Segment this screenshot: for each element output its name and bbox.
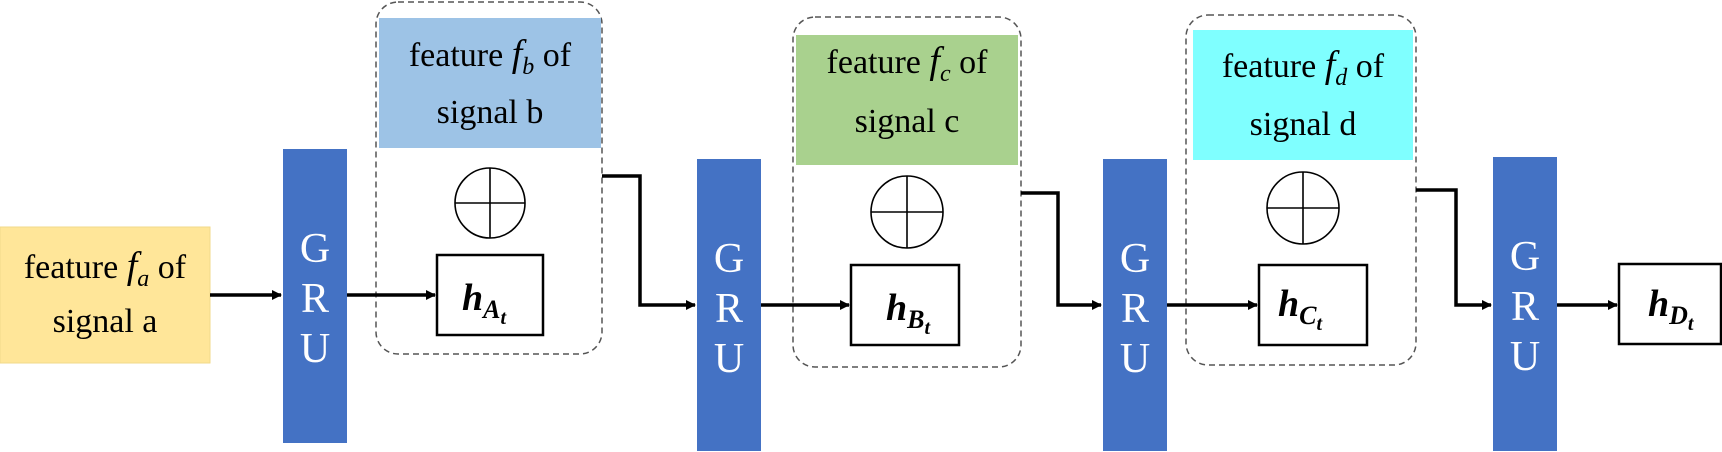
fusion-group-b — [375, 1, 603, 355]
input-feature-box: feature fa of signal a — [0, 226, 211, 364]
gru-letter: G — [714, 236, 744, 282]
circled-plus-icon — [1266, 171, 1340, 245]
gru-block-3: G R U — [1103, 159, 1167, 451]
hidden-state-b-bg — [849, 263, 961, 347]
hidden-state-c-bg — [1257, 263, 1369, 347]
hidden-state-a-bg — [435, 253, 545, 337]
gru-block-1: G R U — [283, 149, 347, 443]
gru-letter: G — [300, 226, 330, 272]
feature-box-c: feature fc of signal c — [796, 35, 1018, 165]
feature-b-line1: feature fb of — [409, 33, 572, 80]
feature-c-line2: signal c — [855, 103, 960, 140]
gru-block-4-bg — [1493, 157, 1557, 451]
arrow-group-d-to-gru4 — [1416, 188, 1492, 310]
hidden-state-c: hCt — [1257, 263, 1369, 347]
gru-letter: U — [1510, 334, 1540, 380]
circled-plus-icon — [870, 175, 944, 249]
gru-block-4: G R U — [1493, 157, 1557, 451]
input-feature-bg — [0, 226, 211, 364]
hidden-state-a: hAt — [435, 253, 545, 337]
arrow-group-c-to-gru3 — [1021, 191, 1102, 310]
gru-letter: G — [1510, 234, 1540, 280]
connectors — [210, 174, 1618, 310]
gru-letter: U — [714, 336, 744, 382]
feature-d-bg — [1193, 30, 1413, 160]
gru-block-2: G R U — [697, 159, 761, 451]
gru-letter: R — [1121, 286, 1149, 332]
feature-box-d: feature fd of signal d — [1193, 30, 1413, 160]
feature-b-line2: signal b — [437, 94, 544, 131]
gru-block-1-bg — [283, 149, 347, 443]
gru-letter: U — [300, 326, 330, 372]
arrow-group-b-to-gru2 — [602, 174, 696, 310]
hidden-state-b: hBt — [849, 263, 961, 347]
hidden-state-b-label: hBt — [886, 287, 931, 339]
feature-b-bg — [379, 18, 601, 148]
feature-c-line1: feature fc of — [827, 40, 989, 87]
circled-plus-icon — [454, 167, 526, 239]
input-feature-line2: signal a — [53, 303, 158, 340]
gru-letter: G — [1120, 236, 1150, 282]
gru-block-2-bg — [697, 159, 761, 451]
hidden-state-d-label: hDt — [1648, 283, 1695, 335]
feature-box-b: feature fb of signal b — [379, 18, 601, 148]
hidden-state-c-label: hCt — [1278, 283, 1323, 335]
hidden-state-d: hDt — [1617, 262, 1722, 346]
feature-d-line2: signal d — [1250, 106, 1357, 143]
hidden-state-d-bg — [1617, 262, 1722, 346]
gru-letter: R — [301, 276, 329, 322]
input-feature-line1: feature fa of — [24, 245, 187, 292]
feature-d-line1: feature fd of — [1222, 44, 1385, 91]
hidden-state-a-label: hAt — [462, 277, 507, 329]
gru-block-3-bg — [1103, 159, 1167, 451]
gru-letter: U — [1120, 336, 1150, 382]
gru-letter: R — [1511, 284, 1539, 330]
gru-letter: R — [715, 286, 743, 332]
feature-c-bg — [796, 35, 1018, 165]
